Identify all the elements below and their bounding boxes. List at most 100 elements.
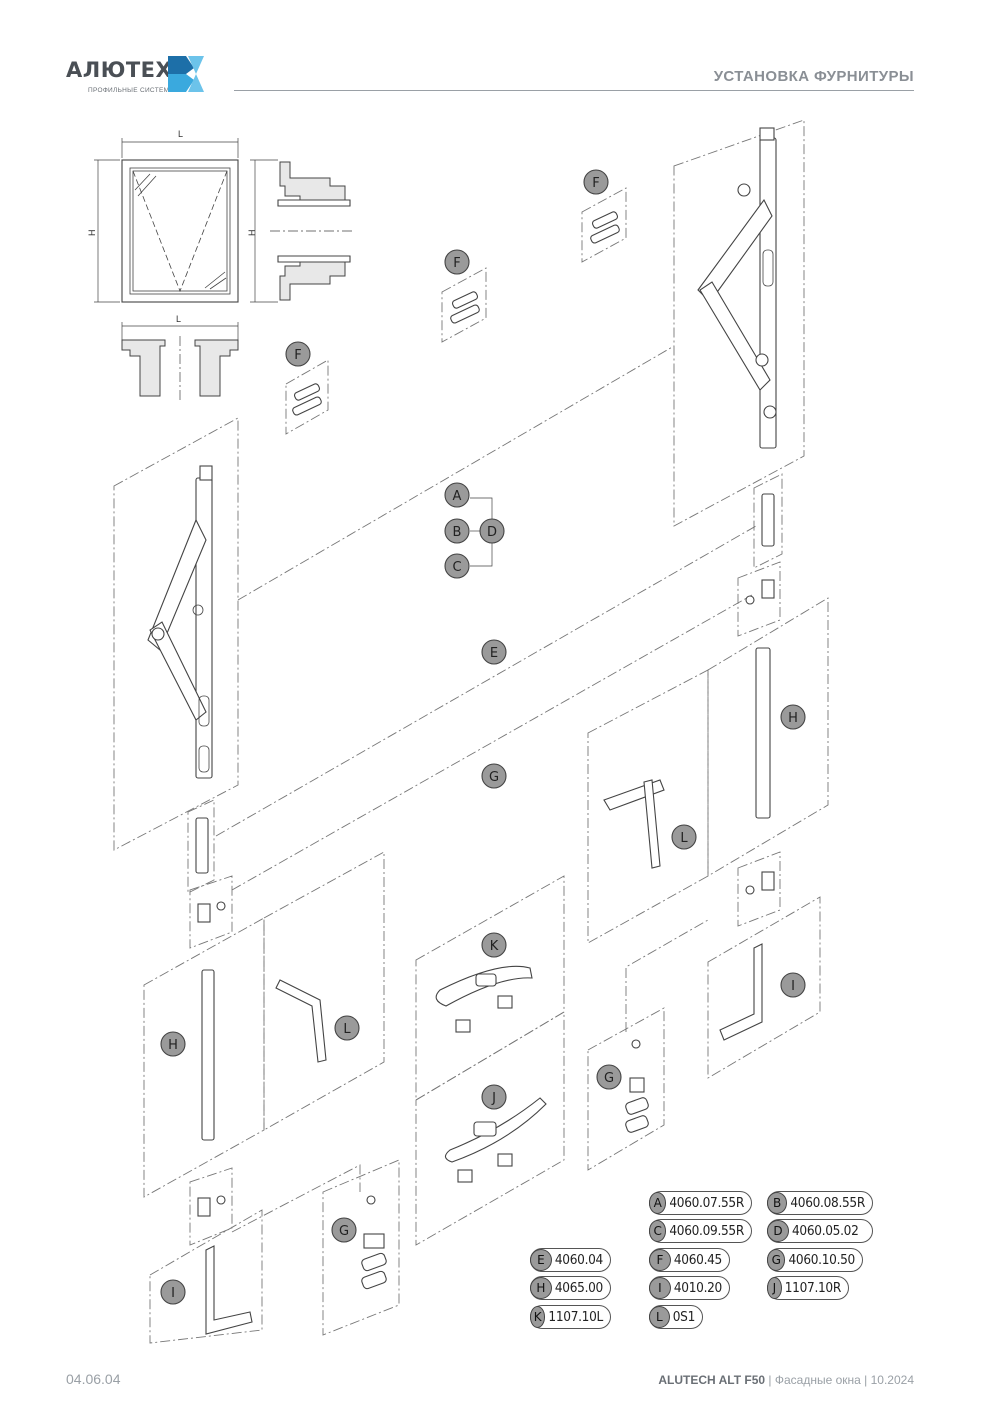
svg-text:E: E <box>490 646 498 661</box>
legend-letter: G <box>767 1249 786 1271</box>
svg-text:I: I <box>791 979 795 994</box>
callout-f: F <box>583 169 609 195</box>
dimension-width-label: L <box>178 129 183 139</box>
section-width-label: L <box>176 314 181 324</box>
svg-text:H: H <box>168 1038 178 1053</box>
svg-text:K: K <box>490 939 499 954</box>
legend-code: 0S1 <box>672 1309 696 1325</box>
svg-text:L: L <box>343 1022 351 1037</box>
svg-text:D: D <box>487 525 497 540</box>
legend-item-g: G 4060.10.50 <box>767 1248 863 1272</box>
legend-letter: C <box>649 1220 667 1242</box>
legend-item-e: E 4060.04 <box>530 1248 611 1272</box>
svg-text:F: F <box>592 176 599 191</box>
dimension-height-label: H <box>87 230 97 237</box>
callout-c: C <box>444 553 470 579</box>
callout-f: F <box>444 249 470 275</box>
legend-code: 4065.00 <box>554 1280 603 1296</box>
svg-text:H: H <box>788 711 798 726</box>
legend-letter: E <box>530 1249 552 1271</box>
callout-e: E <box>481 639 507 665</box>
legend-item-b: B 4060.08.55R <box>767 1191 873 1215</box>
footer-product: ALUTECH ALT F50 <box>658 1373 766 1387</box>
svg-text:F: F <box>294 348 301 363</box>
callout-i: I <box>780 972 806 998</box>
legend-letter: A <box>649 1192 667 1214</box>
assembly-guide-lines <box>113 119 829 1344</box>
callout-l: L <box>671 824 697 850</box>
legend-item-l: L 0S1 <box>649 1305 703 1329</box>
legend-letter: D <box>767 1220 789 1242</box>
window-frame-elevation <box>94 138 239 303</box>
legend-item-h: H 4065.00 <box>530 1276 611 1300</box>
legend-letter: F <box>649 1249 671 1271</box>
legend-code: 4060.09.55R <box>669 1223 744 1239</box>
legend-code: 1107.10R <box>784 1280 842 1296</box>
corner-drive-parts <box>205 943 763 1335</box>
svg-text:G: G <box>339 1224 349 1239</box>
legend-code: 4060.07.55R <box>669 1195 744 1211</box>
footer-doc-info: ALUTECH ALT F50 | Фасадные окна | 10.202… <box>658 1373 914 1387</box>
callout-d: D <box>479 518 505 544</box>
page-title: УСТАНОВКА ФУРНИТУРЫ <box>713 68 914 85</box>
legend-item-f: F 4060.45 <box>649 1248 730 1272</box>
brand-subtitle: ПРОФИЛЬНЫЕ СИСТЕМЫ <box>88 87 176 94</box>
footer-date: 10.2024 <box>870 1373 914 1387</box>
legend-code: 4060.10.50 <box>788 1252 855 1268</box>
footer-separator: | <box>860 1373 871 1387</box>
callout-g: G <box>596 1064 622 1090</box>
svg-text:G: G <box>604 1071 614 1086</box>
legend-item-c: C 4060.09.55R <box>649 1219 752 1243</box>
callout-a: A <box>444 482 470 508</box>
callout-i: I <box>160 1279 186 1305</box>
vertical-profile-section <box>250 159 355 303</box>
legend-letter: H <box>530 1277 552 1299</box>
svg-text:B: B <box>453 525 462 540</box>
callout-k: K <box>481 932 507 958</box>
svg-text:J: J <box>491 1091 496 1106</box>
scissor-arm-parts <box>275 779 665 1063</box>
hinge-parts <box>195 211 775 1217</box>
legend-letter: J <box>767 1277 782 1299</box>
header-divider <box>234 90 914 91</box>
section-height-label: H <box>247 230 257 237</box>
legend-code: 4060.45 <box>673 1252 722 1268</box>
brand-name: АЛЮТЕХ <box>66 58 173 82</box>
legend-letter: I <box>649 1277 671 1299</box>
svg-text:A: A <box>453 489 462 504</box>
callout-g: G <box>481 763 507 789</box>
horizontal-profile-section <box>121 322 239 402</box>
legend-code: 1107.10L <box>548 1309 603 1325</box>
espagnolette-parts <box>201 647 771 1141</box>
legend-code: 4060.08.55R <box>790 1195 865 1211</box>
friction-stay-left <box>147 465 213 779</box>
callout-l: L <box>334 1015 360 1041</box>
legend-code: 4060.04 <box>554 1252 603 1268</box>
svg-text:I: I <box>171 1286 175 1301</box>
legend-letter: L <box>649 1306 670 1328</box>
brand-logo: АЛЮТЕХ ПРОФИЛЬНЫЕ СИСТЕМЫ <box>66 56 204 94</box>
page-number: 04.06.04 <box>66 1371 121 1387</box>
brand-mark-icon <box>168 56 204 92</box>
callout-h: H <box>780 704 806 730</box>
footer-separator: | <box>765 1373 775 1387</box>
legend-item-i: I 4010.20 <box>649 1276 730 1300</box>
callout-f: F <box>285 341 311 367</box>
callout-j: J <box>481 1084 507 1110</box>
legend-code: 4010.20 <box>673 1280 722 1296</box>
svg-text:F: F <box>453 256 460 271</box>
legend-item-j: J 1107.10R <box>767 1276 849 1300</box>
legend-letter: B <box>767 1192 788 1214</box>
friction-stay-right <box>697 127 777 449</box>
svg-text:L: L <box>680 831 688 846</box>
svg-text:G: G <box>489 770 499 785</box>
svg-text:C: C <box>452 560 461 575</box>
legend-letter: K <box>530 1306 546 1328</box>
legend-item-k: K 1107.10L <box>530 1305 611 1329</box>
handle-parts <box>435 965 547 1183</box>
legend-code: 4060.05.02 <box>792 1223 859 1239</box>
callout-g: G <box>331 1217 357 1243</box>
locking-parts <box>361 1039 649 1290</box>
callout-b: B <box>444 518 470 544</box>
